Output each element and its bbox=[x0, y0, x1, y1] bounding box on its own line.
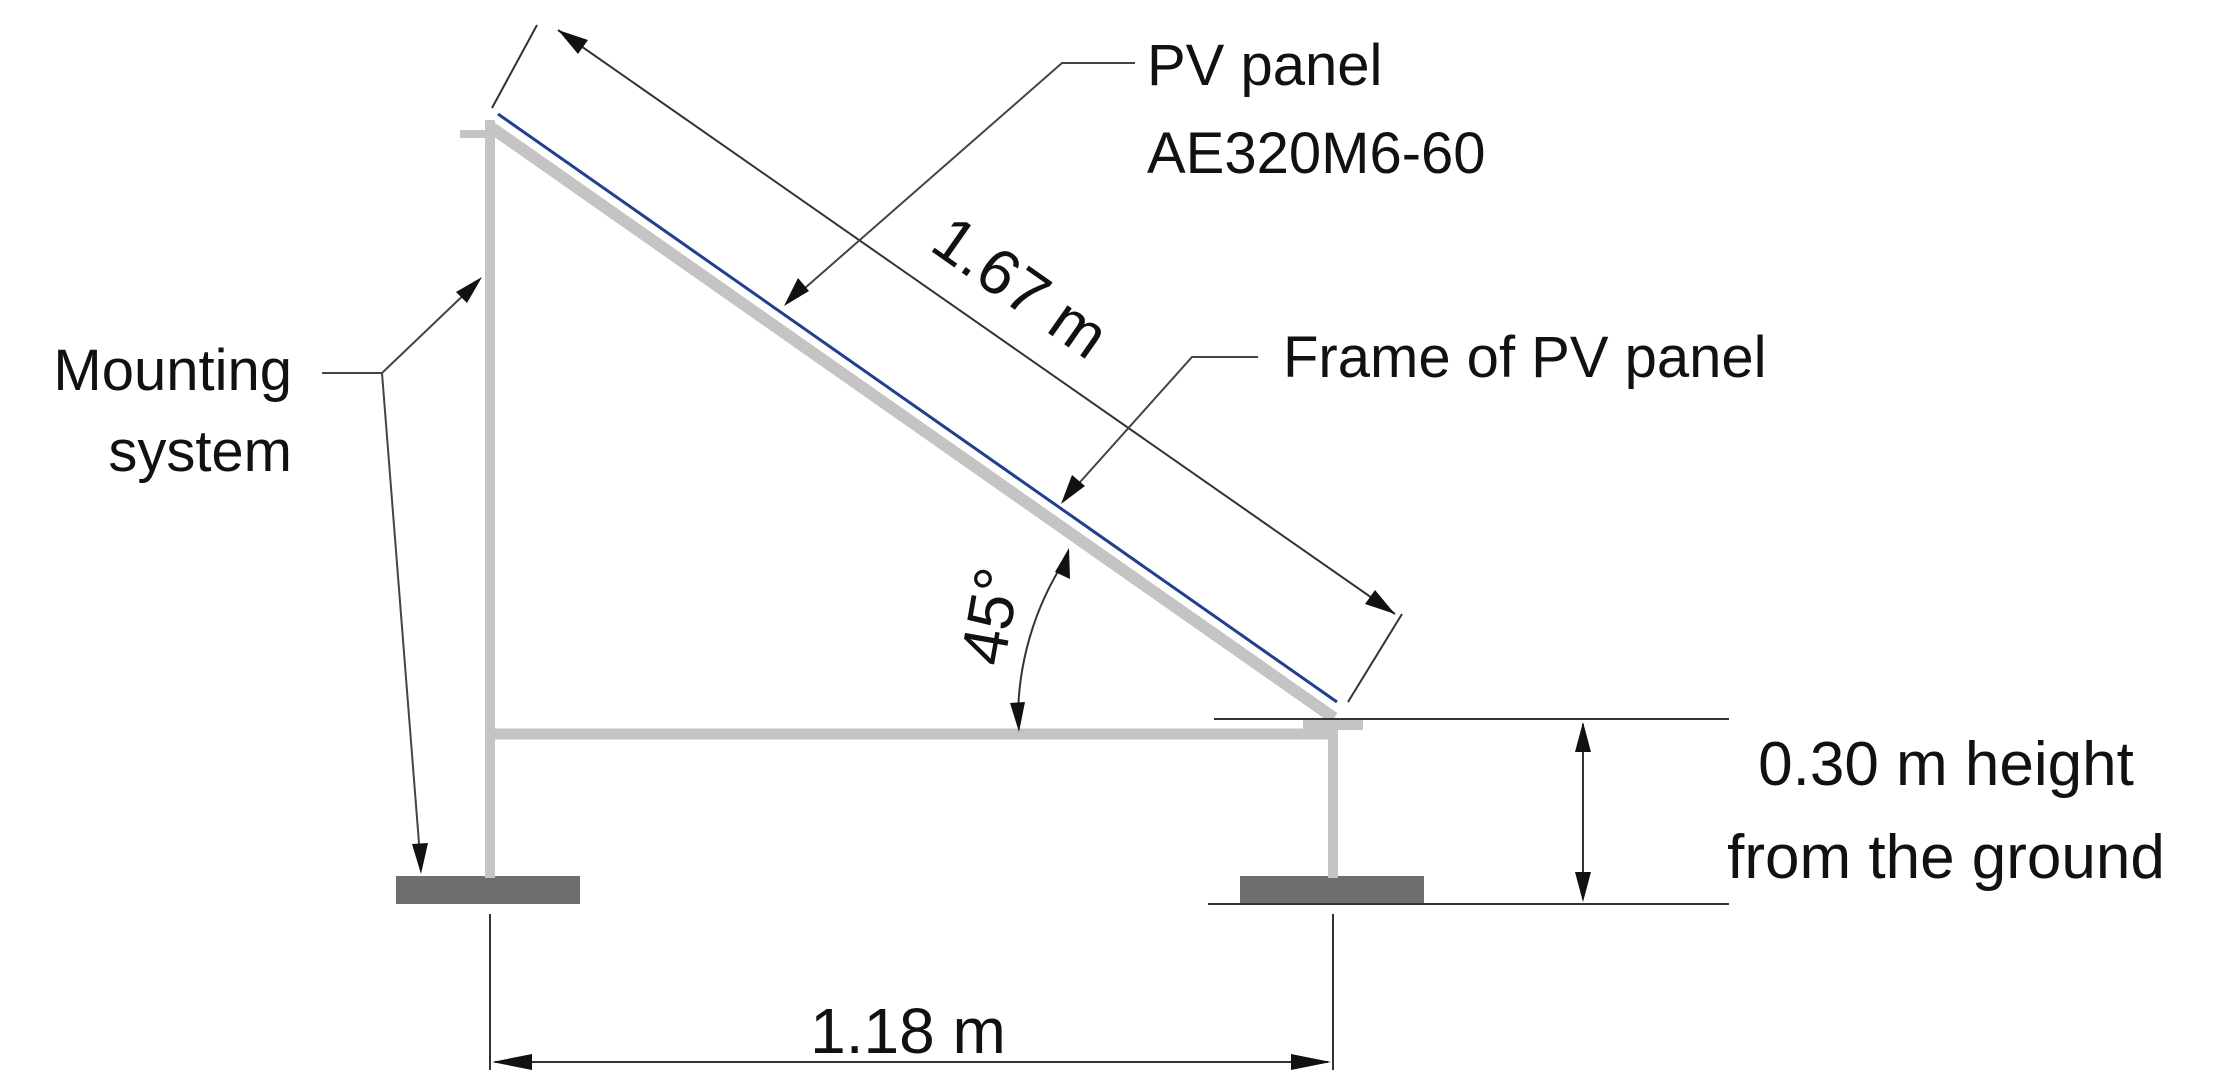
height-arrow-bottom bbox=[1575, 872, 1591, 902]
panel-length-arrow-bottom bbox=[1365, 590, 1395, 614]
base-width-label: 1.18 m bbox=[810, 995, 1006, 1067]
pv-panel-leader-arrow bbox=[784, 278, 809, 306]
pv-panel-leader bbox=[788, 62, 1135, 303]
tilt-angle-arrow-bottom bbox=[1010, 702, 1025, 732]
height-label-line1: 0.30 m height bbox=[1758, 730, 2134, 799]
pv-panel bbox=[497, 112, 1338, 704]
panel-length-arrow-top bbox=[558, 30, 588, 54]
base-arrow-right bbox=[1291, 1054, 1331, 1070]
tilt-angle-label: 45° bbox=[946, 562, 1034, 670]
base-arrow-left bbox=[492, 1054, 532, 1070]
right-footing bbox=[1240, 876, 1424, 904]
mounting-system-label-line1: Mounting bbox=[53, 338, 292, 403]
frame-leader bbox=[1063, 356, 1258, 501]
tilt-angle-arrow-top bbox=[1055, 548, 1070, 579]
frame-label: Frame of PV panel bbox=[1283, 325, 1767, 390]
frame-leader-arrow bbox=[1061, 475, 1085, 504]
mounting-leader-upper bbox=[322, 286, 473, 374]
pv-panel-model-label: AE320M6-60 bbox=[1147, 121, 1486, 186]
height-label-line2: from the ground bbox=[1727, 823, 2165, 892]
panel-length-ext-top bbox=[491, 24, 538, 109]
panel-length-dimension-line bbox=[557, 29, 1396, 615]
mounting-leader-lower bbox=[381, 372, 421, 857]
panel-length-label: 1.67 m bbox=[920, 201, 1122, 372]
panel-frame bbox=[488, 123, 1338, 723]
height-arrow-top bbox=[1575, 722, 1591, 752]
mounting-leader-lower-arrow bbox=[412, 843, 428, 874]
left-footing bbox=[396, 876, 580, 904]
right-post-bracket bbox=[1303, 718, 1363, 730]
mounting-system-label-line2: system bbox=[108, 419, 292, 484]
pv-panel-label: PV panel bbox=[1147, 33, 1382, 98]
panel-length-ext-bottom bbox=[1347, 613, 1403, 703]
mounting-leader-upper-arrow bbox=[456, 277, 482, 303]
